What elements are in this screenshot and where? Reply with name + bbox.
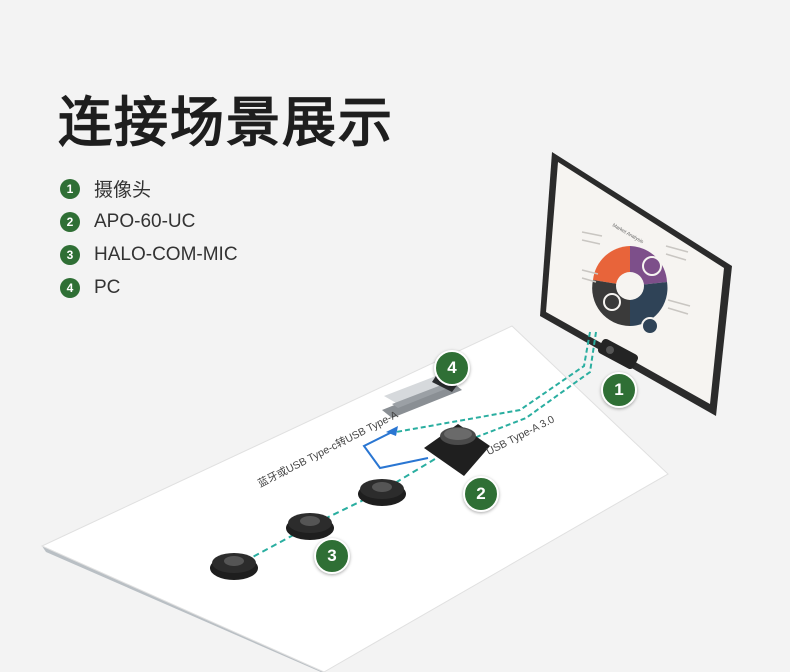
legend-item-apo: 2 APO-60-UC — [60, 205, 238, 238]
monitor: Market Analysis — [540, 152, 732, 416]
legend: 1 摄像头 2 APO-60-UC 3 HALO-COM-MIC 4 PC — [60, 172, 238, 304]
callout-apo: 2 — [463, 476, 499, 512]
cable-camera-to-apo — [473, 331, 597, 439]
cable-apo-to-pc — [362, 429, 429, 470]
legend-badge-2: 2 — [60, 211, 80, 232]
page-title: 连接场景展示 — [58, 91, 394, 154]
legend-badge-1: 1 — [60, 178, 80, 199]
callout-pc: 4 — [434, 350, 470, 386]
camera — [597, 338, 639, 370]
monitor-text-lines — [581, 231, 691, 315]
cable-arrow-head — [386, 426, 398, 436]
mic-1 — [210, 553, 258, 580]
legend-item-camera: 1 摄像头 — [60, 172, 238, 205]
legend-badge-3: 3 — [60, 244, 80, 265]
legend-label-mic: HALO-COM-MIC — [94, 243, 238, 265]
mic-2 — [286, 513, 334, 540]
legend-item-pc: 4 PC — [60, 271, 238, 304]
legend-badge-4: 4 — [60, 277, 80, 298]
apo-speakerphone — [424, 424, 490, 476]
legend-item-mic: 3 HALO-COM-MIC — [60, 238, 238, 271]
legend-label-camera: 摄像头 — [94, 180, 152, 201]
cable-mic-chain — [235, 455, 441, 567]
monitor-pie-chart — [592, 246, 668, 335]
mic-3 — [358, 479, 406, 506]
table-top — [40, 325, 669, 672]
legend-label-pc: PC — [94, 276, 121, 298]
cable-camera-to-pc — [395, 331, 591, 433]
callout-mic: 3 — [314, 538, 350, 574]
callout-camera: 1 — [601, 372, 637, 408]
legend-label-apo: APO-60-UC — [94, 210, 196, 232]
